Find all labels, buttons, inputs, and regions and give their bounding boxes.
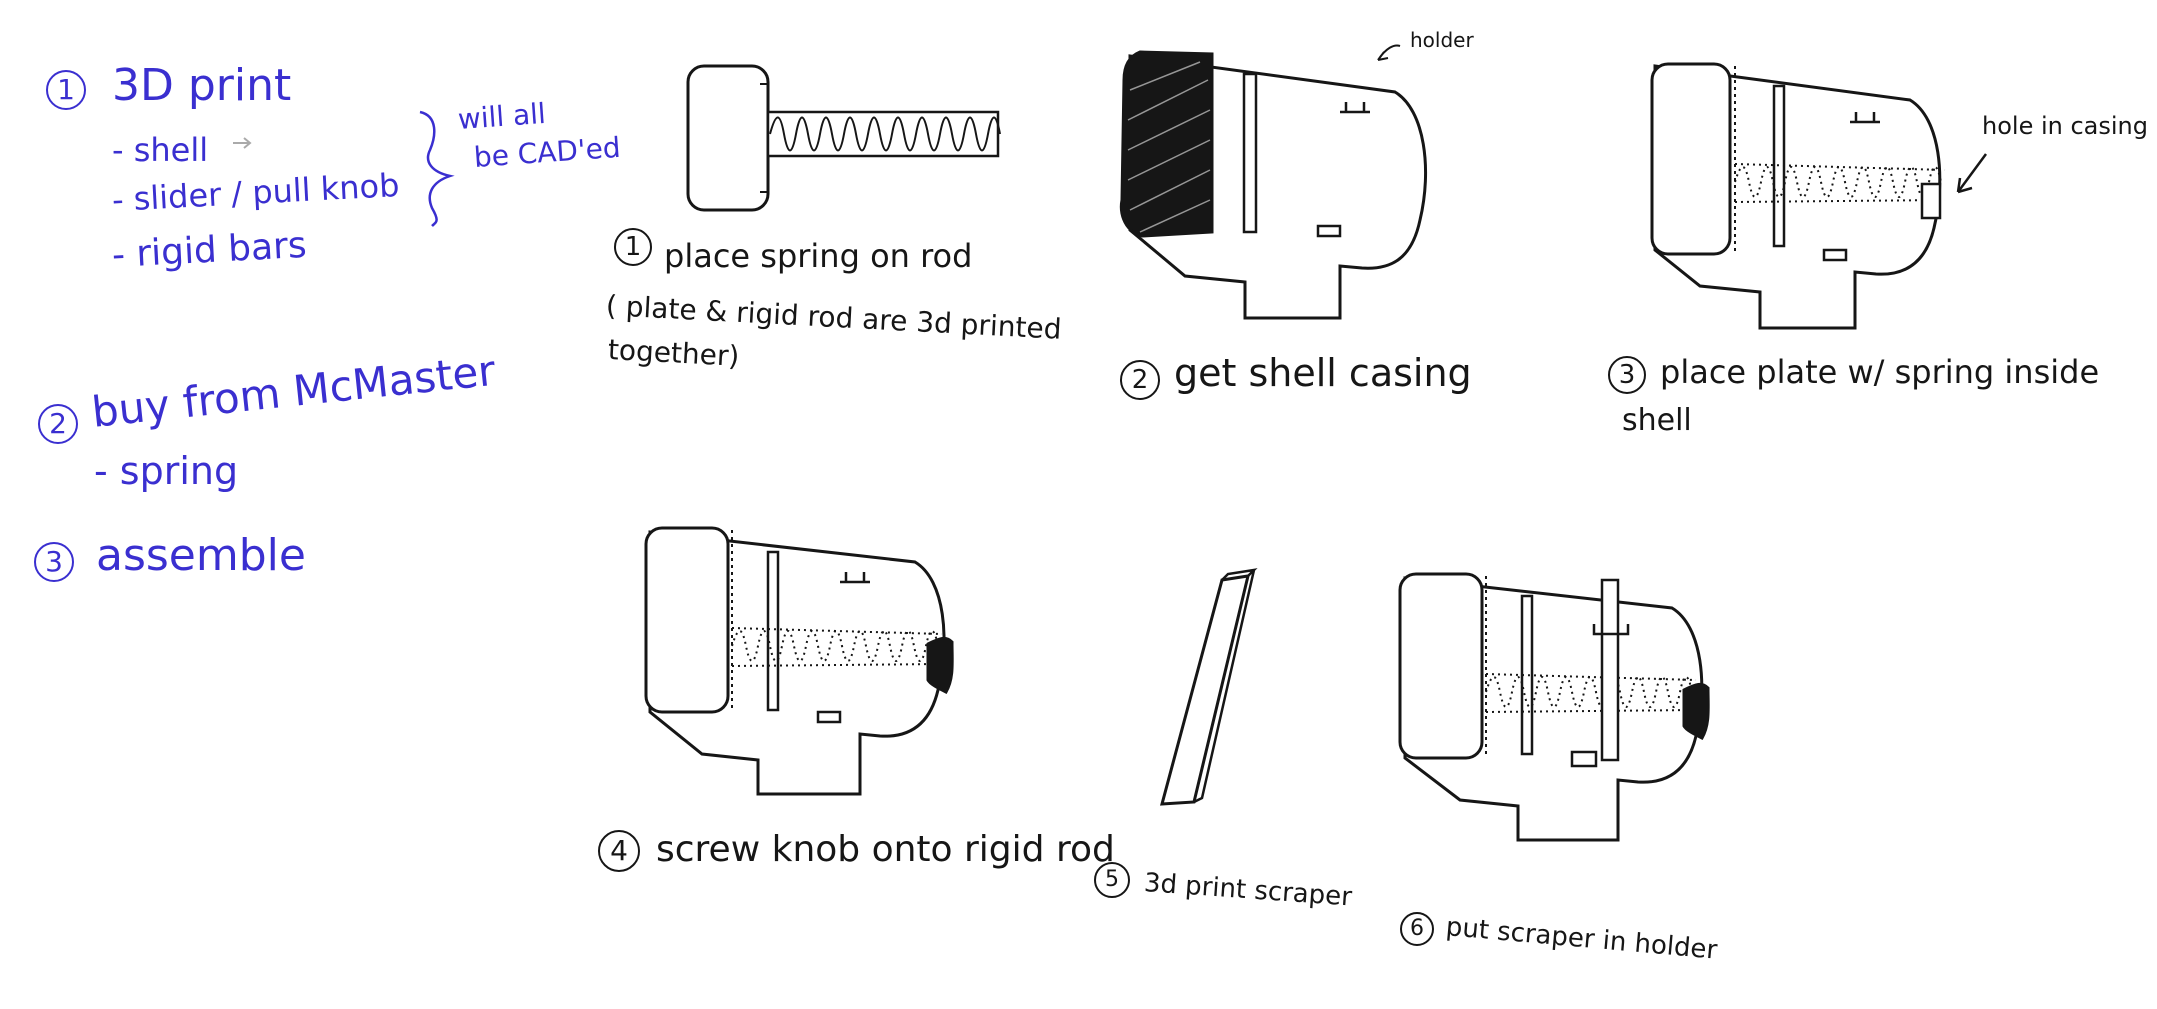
step3-drawing — [1650, 62, 1988, 330]
rod-tip — [1920, 182, 1942, 220]
holder-top — [840, 572, 870, 584]
slider-slot — [1242, 72, 1258, 234]
plan-item-spring: - spring — [94, 449, 239, 493]
shell-end-cap — [1119, 50, 1214, 238]
plan-step3-number: 3 — [34, 542, 74, 582]
step1-caption-line1: place spring on rod — [664, 237, 973, 275]
step2-number: 2 — [1120, 360, 1160, 400]
plan-item-shell: - shell — [112, 131, 209, 169]
holder-bottom — [1570, 750, 1598, 768]
step1-number: 1 — [614, 228, 652, 266]
step1-drawing — [686, 64, 1001, 212]
knob-plate — [686, 64, 770, 212]
plan-step2-number: 2 — [38, 404, 78, 444]
step5-drawing — [1160, 568, 1258, 806]
brace-note-line1: will all — [456, 96, 547, 136]
holder-top — [1340, 102, 1370, 114]
hole-arrow — [1956, 153, 1988, 194]
brace-mark — [419, 110, 455, 227]
holder-top — [1592, 624, 1630, 636]
step3-caption-line1: place plate w/ spring inside — [1660, 353, 2100, 391]
holder-top — [1850, 112, 1880, 124]
knob-plate — [1398, 572, 1484, 760]
step3-caption-line2: shell — [1622, 403, 1692, 438]
hole-in-casing-label: hole in casing — [1982, 112, 2148, 140]
knob-plate — [644, 526, 730, 714]
plan-step3-title: assemble — [96, 530, 306, 581]
step4-drawing — [644, 526, 954, 796]
step4-caption: screw knob onto rigid rod — [656, 829, 1115, 870]
step2-drawing — [1119, 44, 1428, 320]
holder-bottom — [1316, 224, 1342, 238]
slider-slot — [1772, 84, 1786, 248]
step2-caption: get shell casing — [1174, 351, 1472, 395]
pull-knob — [1682, 682, 1710, 740]
step6-drawing — [1398, 572, 1710, 842]
holder-bottom — [1822, 248, 1848, 262]
knob-plate — [1650, 62, 1732, 256]
holder-label: holder — [1410, 28, 1474, 52]
holder-bottom — [816, 710, 842, 724]
plan-step1-title: 3D print — [112, 60, 292, 111]
step6-number: 6 — [1400, 912, 1434, 946]
pull-knob — [926, 636, 954, 694]
holder-arrow — [1377, 44, 1401, 61]
step5-number: 5 — [1094, 862, 1130, 898]
scraper-bar — [1160, 574, 1250, 806]
plan-step1-number: 1 — [46, 70, 86, 110]
scraper-in-holder — [1600, 578, 1620, 762]
plan-item-rigid-bars: - rigid bars — [110, 224, 308, 276]
arrow-mark — [233, 137, 252, 149]
step3-number: 3 — [1608, 356, 1646, 394]
step1-caption-line3: together) — [607, 333, 741, 373]
slider-slot — [766, 550, 780, 712]
step4-number: 4 — [598, 830, 640, 872]
